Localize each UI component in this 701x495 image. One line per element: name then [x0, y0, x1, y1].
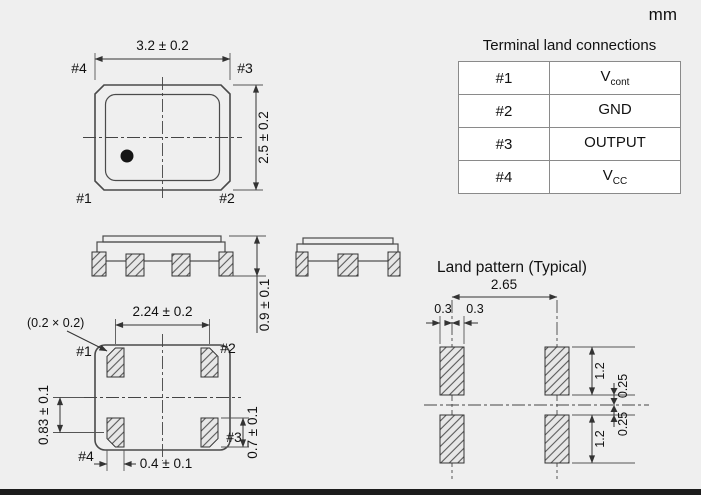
- terminal-label-br: #3: [226, 429, 242, 445]
- dim-land-pitch-x: 2.65: [451, 277, 558, 301]
- land-pad-height-top-text: 1.2: [593, 362, 607, 379]
- pad-pitch-x-text: 2.24 ± 0.2: [133, 304, 193, 319]
- dim-pad-height: 0.7 ± 0.1: [221, 406, 260, 459]
- terminal-label-tl: #4: [71, 60, 87, 76]
- pin-cell: #4: [458, 160, 550, 194]
- signal-cell: OUTPUT: [549, 127, 681, 161]
- signal-main: V: [602, 167, 613, 184]
- dim-pad-width: 0.4 ± 0.1: [94, 450, 192, 471]
- package-height-dim-text: 0.9 ± 0.1: [257, 279, 272, 331]
- dim-pad-offset-y: 0.83 ± 0.1: [36, 385, 104, 445]
- side-pad: [295, 251, 309, 277]
- bottom-pad-1: [106, 347, 125, 378]
- land-pad: [439, 414, 465, 464]
- table-row: #1 Vcont: [458, 61, 681, 95]
- land-pad: [439, 346, 465, 396]
- side-pad: [218, 251, 234, 277]
- dim-package-height: 0.9 ± 0.1: [229, 235, 272, 333]
- signal-cell: VCC: [549, 160, 681, 194]
- terminal-label-tr: #2: [220, 340, 236, 356]
- dim-land-pad-height-bottom: 1.2: [588, 414, 607, 464]
- land-gap-bottom-text: 0.25: [616, 412, 630, 436]
- page-edge-bar: [0, 489, 701, 495]
- bottom-pad-2: [200, 347, 219, 378]
- land-pad: [544, 414, 570, 464]
- terminal-land-connections-block: Terminal land connections #1 Vcont #2 GN…: [458, 37, 681, 194]
- land-pitch-x-text: 2.65: [491, 277, 517, 292]
- lid-profile: [302, 237, 394, 245]
- table-row: #3 OUTPUT: [458, 127, 681, 161]
- terminal-label-bl: #1: [76, 190, 92, 206]
- signal-subscript: CC: [612, 176, 628, 187]
- terminal-table-title: Terminal land connections: [482, 37, 657, 54]
- land-pad: [544, 346, 570, 396]
- land-pattern-title: Land pattern (Typical): [437, 259, 587, 276]
- terminal-label-tl: #1: [76, 343, 92, 359]
- dim-height: 2.5 ± 0.2: [233, 84, 271, 191]
- pad-height-text: 0.7 ± 0.1: [245, 406, 260, 458]
- dim-land-gaps: 0.25 0.25: [610, 374, 630, 436]
- lid-profile: [102, 235, 222, 243]
- terminal-land-table: #1 Vcont #2 GND #3 OUTPUT #4 VCC: [458, 61, 681, 194]
- land-pad-height-bottom-text: 1.2: [593, 430, 607, 447]
- pad-offset-y-text: 0.83 ± 0.1: [36, 385, 51, 445]
- front-side-view: [91, 235, 234, 277]
- signal-subscript: cont: [610, 77, 630, 88]
- dim-land-half-widths: 0.3 0.3: [426, 302, 484, 344]
- side-pad: [387, 251, 401, 277]
- unit-label: mm: [648, 5, 677, 24]
- top-view: 3.2 ± 0.2 2.5 ± 0.2 #4 #3 #1 #2: [71, 38, 271, 206]
- package-outline: [94, 84, 231, 191]
- bottom-view: #1 #2 #4 #3 (0.2 × 0.2) 2.24 ± 0.2 0.83 …: [27, 304, 260, 471]
- dim-pad-pitch-x: 2.24 ± 0.2: [115, 304, 210, 344]
- terminal-label-br: #2: [219, 190, 235, 206]
- bottom-pad-4: [106, 417, 125, 448]
- pad-width-text: 0.4 ± 0.1: [140, 456, 192, 471]
- signal-main: GND: [598, 101, 632, 118]
- body-profile: [96, 241, 226, 262]
- side-pad: [125, 253, 145, 277]
- land-pattern: Land pattern (Typical) 2.65 0.3 0.3: [424, 259, 649, 479]
- side-pad: [337, 253, 359, 277]
- land-half-right-text: 0.3: [466, 302, 483, 316]
- table-row: #4 VCC: [458, 160, 681, 194]
- dim-width: 3.2 ± 0.2: [94, 38, 231, 80]
- signal-main: V: [600, 68, 611, 85]
- pin-cell: #1: [458, 61, 550, 95]
- top-height-dim-text: 2.5 ± 0.2: [256, 111, 271, 163]
- chamfer-note: (0.2 × 0.2): [27, 316, 108, 352]
- terminal-label-tr: #3: [237, 60, 253, 76]
- terminal-label-bl: #4: [78, 448, 94, 464]
- chamfer-note-text: (0.2 × 0.2): [27, 316, 84, 330]
- land-half-left-text: 0.3: [434, 302, 451, 316]
- side-pad: [91, 251, 107, 277]
- pin1-index-dot: [120, 149, 134, 163]
- signal-cell: GND: [549, 94, 681, 128]
- side-pad: [171, 253, 191, 277]
- lateral-side-view: [295, 237, 401, 277]
- land-right-extension-lines: [572, 346, 635, 464]
- bottom-pad-3: [200, 417, 219, 448]
- top-width-dim-text: 3.2 ± 0.2: [136, 38, 188, 53]
- signal-main: OUTPUT: [584, 134, 646, 151]
- table-row: #2 GND: [458, 94, 681, 128]
- land-gap-top-text: 0.25: [616, 374, 630, 398]
- dim-land-pad-height-top: 1.2: [588, 346, 607, 396]
